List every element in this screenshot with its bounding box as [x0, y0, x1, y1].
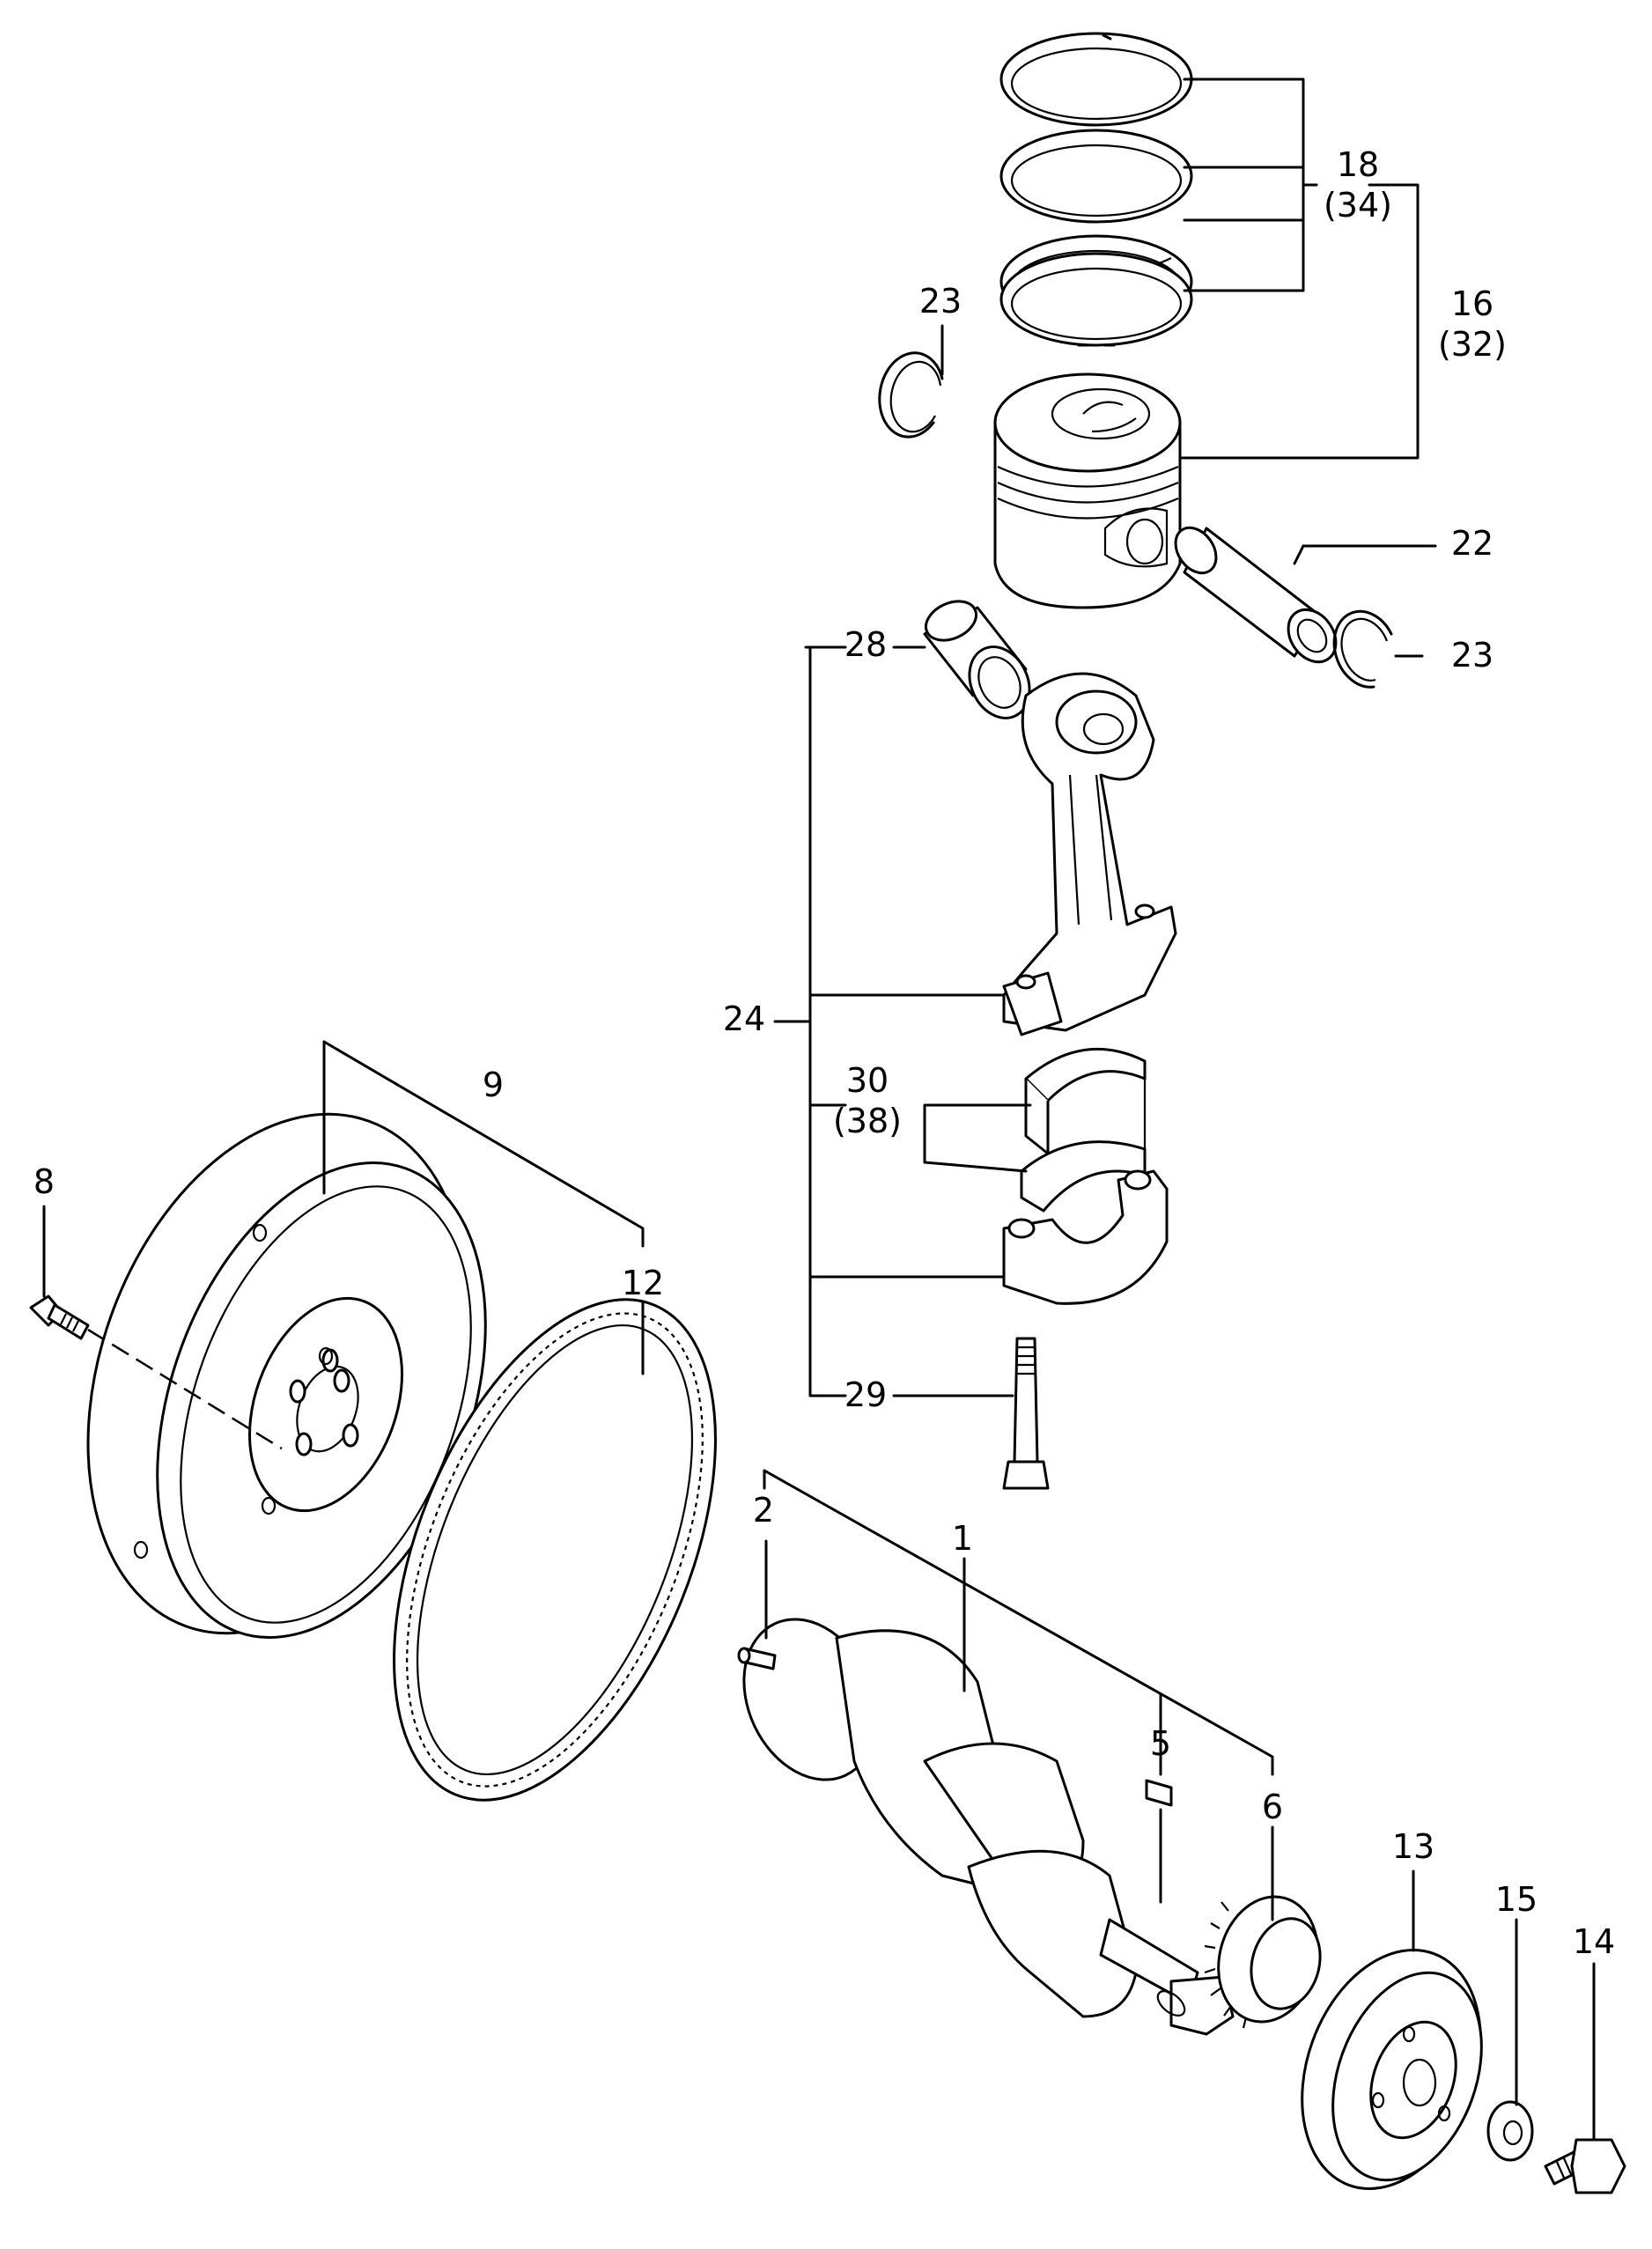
callout-28: 28	[844, 625, 887, 664]
piston-rings	[999, 32, 1193, 347]
crankshaft-gear	[1204, 1895, 1322, 2029]
callout-23-right: 23	[1451, 636, 1493, 675]
circlip-left	[878, 351, 944, 439]
pulley-washer	[1486, 2100, 1534, 2162]
callout-23-top: 23	[919, 282, 962, 321]
callout-34: (34)	[1324, 186, 1392, 225]
callout-16: 16	[1451, 284, 1493, 323]
callout-15: 15	[1495, 1880, 1538, 1919]
callout-9: 9	[483, 1066, 504, 1104]
small-end-bushing	[923, 600, 1031, 719]
dowel-pin	[737, 1647, 777, 1670]
callout-12: 12	[622, 1264, 664, 1302]
pulley-bolt	[1544, 2138, 1626, 2194]
callout-14: 14	[1573, 1922, 1615, 1961]
callout-8: 8	[33, 1162, 55, 1201]
callout-5: 5	[1150, 1724, 1171, 1763]
callout-38: (38)	[833, 1102, 902, 1140]
circlip-right	[1332, 609, 1393, 689]
callout-18: 18	[1337, 145, 1379, 184]
connecting-rod-bolt	[1002, 1337, 1050, 1490]
flywheel-bolt	[29, 1294, 90, 1340]
piston-pin	[1174, 526, 1338, 664]
woodruff-key	[1145, 1779, 1173, 1807]
callout-2: 2	[753, 1491, 774, 1530]
bolt-axis-line	[87, 1328, 283, 1450]
connecting-rod-cap	[1002, 1169, 1169, 1305]
crankshaft-pulley	[1301, 1948, 1483, 2191]
callout-30: 30	[846, 1061, 889, 1100]
callout-13: 13	[1392, 1827, 1434, 1866]
callout-24: 24	[723, 999, 765, 1038]
ring-gear	[393, 1298, 717, 1802]
callout-labels: 18 (34) 16 (32) 23 22 23 28 24 30 (38) 2…	[33, 145, 1615, 1961]
callout-6: 6	[1262, 1788, 1283, 1826]
callout-29: 29	[844, 1375, 887, 1414]
callout-22: 22	[1451, 524, 1493, 563]
connecting-rod	[1002, 672, 1177, 1036]
flywheel	[86, 1112, 487, 1639]
leader-lines	[42, 77, 1596, 2142]
callout-1: 1	[952, 1519, 973, 1558]
crankshaft	[742, 1618, 1235, 2036]
callout-32: (32)	[1438, 325, 1507, 364]
piston	[993, 372, 1182, 609]
